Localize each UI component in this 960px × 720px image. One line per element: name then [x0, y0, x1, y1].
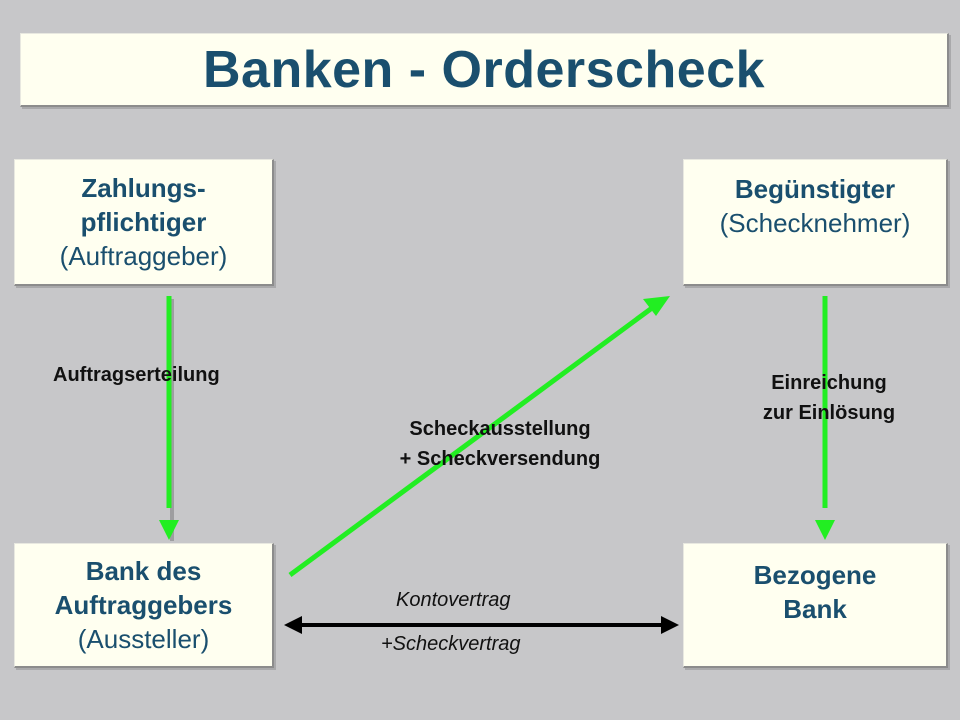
label-scheckausstellung-line2: + Scheckversendung — [399, 448, 601, 470]
arrow-scheckausstellung — [288, 305, 654, 578]
box-bank-auftraggeber: Bank des Auftraggebers (Aussteller) — [14, 543, 274, 668]
box-beguenstigter-line1: Begünstigter — [734, 174, 896, 204]
arrow-einreichung-head — [815, 520, 835, 540]
box-beguenstigter: Begünstigter (Schecknehmer) — [683, 159, 948, 286]
label-auftragserteilung: Auftragserteilung — [53, 364, 220, 386]
arrow-vertrag-head-right — [661, 616, 679, 634]
page-title: Banken - Orderscheck — [202, 40, 766, 99]
box-bezogene-bank-line1: Bezogene — [753, 560, 877, 590]
box-zahlungspflichtiger-line2: pflichtiger — [80, 207, 207, 237]
box-bezogene-bank-line2: Bank — [783, 594, 847, 624]
label-scheckvertrag: +Scheckvertrag — [381, 633, 521, 655]
box-bezogene-bank: Bezogene Bank — [683, 543, 948, 668]
label-kontovertrag: Kontovertrag — [396, 589, 511, 611]
arrow-vertrag-head-left — [284, 616, 302, 634]
label-scheckausstellung: Scheckausstellung + Scheckversendung — [345, 414, 655, 474]
arrow-scheckausstellung-head — [643, 296, 670, 316]
box-bank-auftraggeber-line1: Bank des — [85, 556, 202, 586]
box-zahlungspflichtiger-line3: (Auftraggeber) — [59, 241, 228, 271]
box-beguenstigter-line2: (Schecknehmer) — [719, 208, 911, 238]
label-einreichung-line1: Einreichung — [771, 372, 887, 394]
arrow-auftragserteilung-head — [159, 520, 179, 540]
box-bank-auftraggeber-line3: (Aussteller) — [77, 624, 210, 654]
box-zahlungspflichtiger: Zahlungs- pflichtiger (Auftraggeber) — [14, 159, 274, 286]
label-einreichung: Einreichung zur Einlösung — [722, 368, 936, 428]
label-einreichung-line2: zur Einlösung — [762, 402, 896, 424]
title-box: Banken - Orderscheck — [20, 33, 949, 107]
box-bank-auftraggeber-line2: Auftraggebers — [54, 590, 233, 620]
label-scheckausstellung-line1: Scheckausstellung — [409, 418, 591, 440]
box-zahlungspflichtiger-line1: Zahlungs- — [81, 173, 206, 203]
